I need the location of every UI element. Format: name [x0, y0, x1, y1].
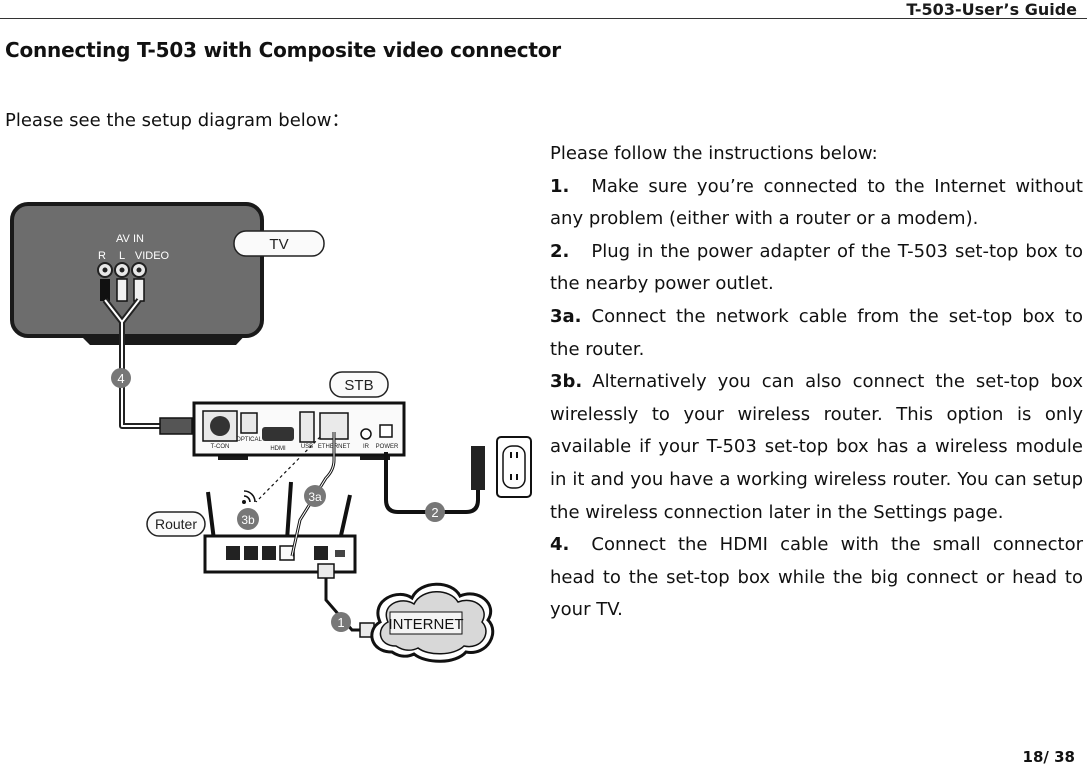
- av-in-label: AV IN: [116, 233, 144, 245]
- port-tcon-label: T-CON: [211, 444, 230, 450]
- step-3a: 3a.Connect the network cable from the se…: [550, 301, 1083, 366]
- port-hdmi-label: HDMI: [270, 446, 286, 452]
- step-1: 1.Make sure you’re connected to the Inte…: [550, 171, 1083, 236]
- step-text: Connect the network cable from the set-t…: [550, 305, 1083, 360]
- svg-text:3b: 3b: [241, 513, 255, 527]
- svg-text:2: 2: [431, 505, 438, 520]
- step-text: Connect the HDMI cable with the small co…: [550, 534, 1083, 621]
- section-title: Connecting T-503 with Composite video co…: [5, 38, 561, 62]
- tv: AV IN R L VIDEO TV: [10, 202, 325, 345]
- badge-3a: 3a: [304, 485, 326, 507]
- tv-label: TV: [269, 236, 288, 253]
- badge-2: 2: [425, 502, 445, 522]
- av-video-label: VIDEO: [135, 250, 170, 262]
- internet-cloud: INTERNET: [370, 582, 495, 663]
- step-text: Plug in the power adapter of the T-503 s…: [550, 240, 1083, 295]
- instructions-lead: Please follow the instructions below:: [550, 143, 878, 164]
- badge-1: 1: [331, 612, 351, 632]
- port-optical-label: OPTICAL: [236, 437, 262, 443]
- port-power-label: POWER: [376, 444, 399, 450]
- stb-label: STB: [344, 377, 373, 394]
- rca-jacks: [97, 262, 147, 302]
- step-2: 2.Plug in the power adapter of the T-503…: [550, 236, 1083, 301]
- router-label: Router: [155, 516, 197, 532]
- page-number: 18/ 38: [1022, 748, 1075, 766]
- step-3b: 3b.Alternatively you can also connect th…: [550, 366, 1083, 529]
- step-text: Alternatively you can also connect the s…: [550, 371, 1083, 523]
- step-number: 3b.: [550, 371, 583, 393]
- header-rule: [0, 18, 1087, 19]
- svg-text:4: 4: [117, 371, 124, 386]
- instructions: Please follow the instructions below: 1.…: [550, 138, 1083, 627]
- port-usb-label: USB: [301, 444, 313, 450]
- badge-3b: 3b: [237, 508, 259, 530]
- svg-text:3a: 3a: [308, 490, 322, 504]
- header-title: T-503-User’s Guide: [906, 0, 1077, 19]
- step-number: 3a.: [550, 305, 582, 327]
- svg-text:1: 1: [337, 615, 344, 630]
- badge-4: 4: [111, 368, 131, 388]
- wifi-icon: [242, 490, 256, 504]
- step-text: Make sure you’re connected to the Intern…: [550, 175, 1083, 230]
- stb: T-CON OPTICAL HDMI USB ETHERNET IR POWER…: [192, 371, 406, 460]
- av-l-label: L: [119, 250, 125, 262]
- step-number: 4.: [550, 534, 570, 556]
- intro-text: Please see the setup diagram below：: [5, 110, 350, 131]
- port-ir-label: IR: [363, 444, 370, 450]
- power-outlet: [496, 436, 532, 498]
- step-4: 4.Connect the HDMI cable with the small …: [550, 529, 1083, 627]
- router: Router: [146, 481, 357, 574]
- step-number: 2.: [550, 240, 570, 262]
- av-r-label: R: [98, 250, 106, 262]
- internet-label: INTERNET: [389, 616, 464, 633]
- step-number: 1.: [550, 175, 570, 197]
